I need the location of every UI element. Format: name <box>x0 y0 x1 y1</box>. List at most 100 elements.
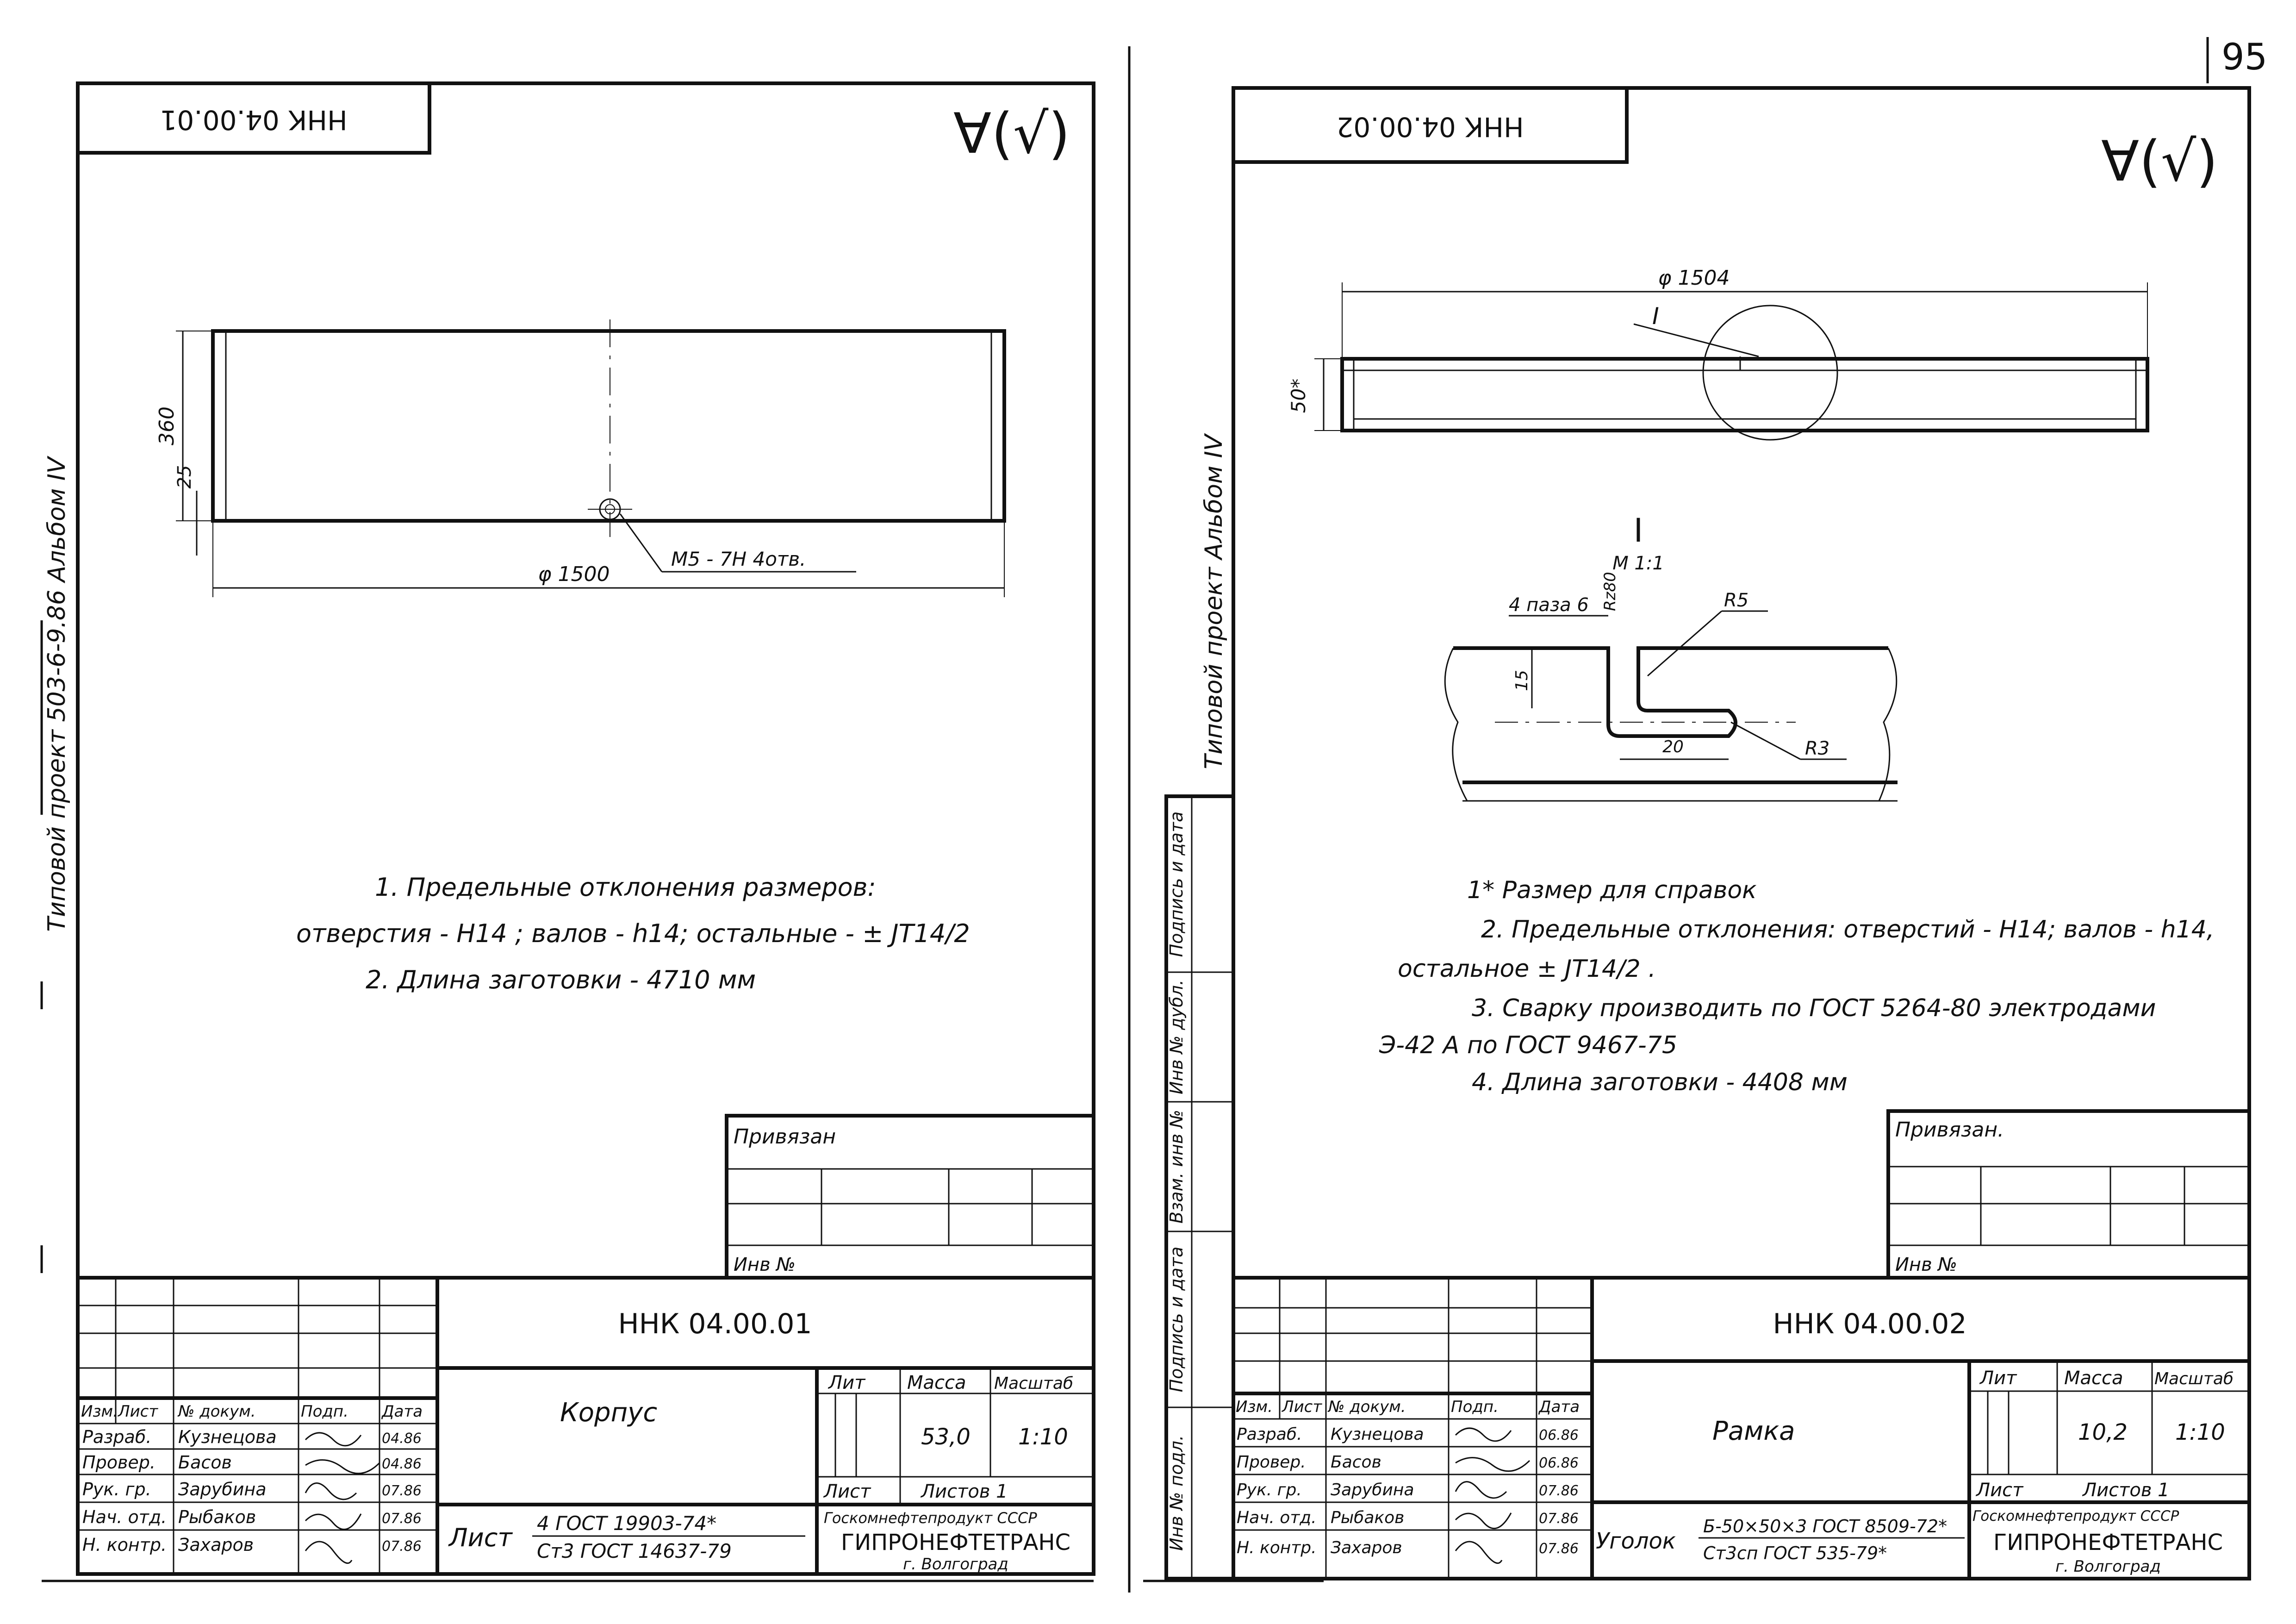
drawing-label: Госкомнефтепродукт СССР <box>1972 1508 2179 1524</box>
drawing-label: Листов 1 <box>2082 1480 2170 1501</box>
drawing-label: 3. Сварку производить по ГОСТ 5264-80 эл… <box>1472 994 2156 1022</box>
drawing-label: 4. Длина заготовки - 4408 мм <box>1472 1068 1848 1096</box>
drawing-label: Взам. инв № <box>1166 1110 1187 1224</box>
wall-dim-label: 25 <box>174 465 195 489</box>
drawing-label: Кузнецова <box>1331 1425 1424 1444</box>
right-designation-box <box>1232 86 1629 164</box>
drawing-label: Захаров <box>178 1535 254 1555</box>
drawing-label: 04.86 <box>382 1456 422 1472</box>
drawing-label: Провер. <box>82 1452 156 1473</box>
drawing-label: 06.86 <box>1539 1427 1579 1443</box>
drawing-label: Листов 1 <box>920 1481 1008 1502</box>
drawing-label: 07.86 <box>382 1483 422 1499</box>
title-block-frame <box>1232 1276 2251 1580</box>
right-title-block: ННК 04.00.02 Рамка Изм. Лист № докум. По… <box>1232 1276 2251 1580</box>
drawing-label: Изм. <box>81 1402 118 1421</box>
drawing-label: Лист <box>1281 1398 1322 1416</box>
drawing-label: Масса <box>907 1372 966 1393</box>
left-sheet: ННК 04.00.01 ∀(√) Типовой проект 503-6-9… <box>40 81 1095 1582</box>
drawing-label: Масса <box>2064 1368 2123 1389</box>
drawing-label: Рук. гр. <box>82 1479 151 1499</box>
drawing-label: Разраб. <box>82 1427 151 1447</box>
drawing-label: Подп. <box>1451 1398 1499 1416</box>
drawing-label: Масштаб <box>994 1374 1073 1393</box>
drawing-label: ГИПРОНЕФТЕТРАНС <box>841 1530 1070 1555</box>
drawing-label: г. Волгоград <box>2055 1557 2161 1576</box>
drawing-label: Лит <box>1979 1368 2017 1389</box>
drawing-label: 06.86 <box>1539 1455 1579 1471</box>
drawing-label: Н. контр. <box>1237 1538 1317 1557</box>
drawing-label: № докум. <box>1327 1398 1406 1416</box>
left-designation-rotated: ННК 04.00.01 <box>160 104 347 136</box>
bound-label: Привязан <box>734 1125 836 1149</box>
ring-wall-left <box>212 330 227 522</box>
drawing-label: Подпись и дата <box>1166 1247 1187 1393</box>
drawing-label: 04.86 <box>382 1430 422 1447</box>
left-title-block: ННК 04.00.01 Корпус Изм. Лист № докум. П… <box>76 1276 1095 1576</box>
drawing-label: 53,0 <box>921 1424 971 1450</box>
break-line-left <box>1444 648 1468 801</box>
ring-wall-right <box>990 330 1005 522</box>
left-side-note: Типовой проект 503-6-9.86 Альбом IV <box>43 456 71 932</box>
drawing-label: г. Волгоград <box>903 1555 1008 1574</box>
drawing-label: φ 1504 <box>1658 266 1730 290</box>
frame-outline <box>1340 357 2149 432</box>
drawing-label: Б-50×50×3 ГОСТ 8509-72* <box>1703 1516 1947 1537</box>
drawing-label: Лист <box>117 1402 158 1421</box>
detail-leader <box>1633 323 1759 357</box>
title-block-frame <box>76 1276 1095 1576</box>
detail-circle <box>1702 305 1838 441</box>
drawing-label: 2. Предельные отклонения: отверстий - H1… <box>1481 916 2214 943</box>
stamp-strip-frame <box>1164 794 1235 1580</box>
drawing-label: Подп. <box>301 1402 348 1421</box>
drawing-label: 4 ГОСТ 19903-74* <box>537 1512 716 1535</box>
drawing-label: остальное ± JT14/2 . <box>1398 955 1656 983</box>
drawing-label: Разраб. <box>1237 1425 1302 1444</box>
break-line-right <box>1878 648 1898 801</box>
drawing-label: 1* Размер для справок <box>1467 876 1757 904</box>
drawing-label: Лист <box>1975 1480 2024 1501</box>
right-stamp-strip: Подпись и дата Инв № дубл. Взам. инв № П… <box>1164 794 1235 1580</box>
drawing-label: Госкомнефтепродукт СССР <box>824 1509 1037 1527</box>
drawing-label: Басов <box>178 1452 232 1473</box>
page-number: 95 <box>2221 37 2267 78</box>
signature-scribbles <box>1455 1427 1531 1564</box>
drawing-label: Дата <box>1538 1398 1580 1416</box>
right-bound-block: Привязан. Инв № <box>1886 1109 2251 1280</box>
drawing-label: I <box>1634 512 1643 550</box>
right-designation-rotated: ННК 04.00.02 <box>1336 111 1524 143</box>
drawing-label: 07.86 <box>382 1538 422 1555</box>
drawing-label: Лит <box>828 1372 866 1393</box>
left-frame <box>76 81 1095 1576</box>
ring-outline <box>211 329 1006 523</box>
drawing-label: Ст3сп ГОСТ 535-79* <box>1703 1543 1887 1563</box>
drawing-label: ННК 04.00.02 <box>1773 1308 1966 1340</box>
drawing-label: Дата <box>381 1402 423 1421</box>
drawing-label: Нач. отд. <box>1237 1508 1317 1527</box>
drawing-label: № докум. <box>177 1402 256 1421</box>
drawing-label: Инв № подл. <box>1166 1435 1187 1551</box>
drawing-label: Э-42 А по ГОСТ 9467-75 <box>1379 1031 1677 1059</box>
drawing-label: Кузнецова <box>178 1427 277 1447</box>
drawing-label: Н. контр. <box>82 1535 167 1555</box>
right-frame-drawing: I φ 1504 50* <box>1287 266 2149 441</box>
frame-wall-left <box>1341 358 1355 431</box>
drawing-label: 1:10 <box>2175 1419 2225 1445</box>
bound-inv-label: Инв № <box>734 1254 796 1275</box>
right-side-note: Типовой проект Альбом IV <box>1200 433 1228 769</box>
drawing-label: R3 <box>1805 738 1829 759</box>
title-name: Корпус <box>560 1398 657 1428</box>
drawing-label: Изм. <box>1236 1398 1273 1416</box>
drawing-label: 10,2 <box>2078 1419 2128 1445</box>
drawing-stroke <box>1730 721 1801 760</box>
drawing-label: R5 <box>1724 590 1748 611</box>
drawing-label: Подпись и дата <box>1166 812 1187 957</box>
drawing-label: Ст3 ГОСТ 14637-79 <box>537 1540 732 1562</box>
left-note-2: отверстия - H14 ; валов - h14; остальные… <box>296 919 970 948</box>
drawing-label: 07.86 <box>1539 1541 1579 1557</box>
signature-scribbles <box>305 1432 380 1564</box>
drawing-label: 07.86 <box>382 1511 422 1527</box>
diameter-dim-label: φ 1500 <box>538 562 610 586</box>
left-designation-box <box>76 81 431 155</box>
